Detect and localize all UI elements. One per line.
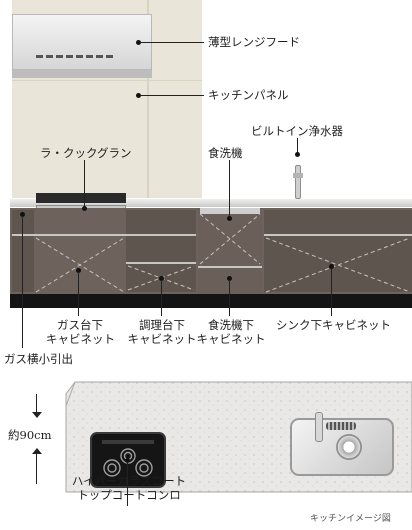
- gas-lower-label: ガス台下 キャビネット: [46, 318, 115, 346]
- prep-lower-leader: [161, 280, 162, 316]
- sink-basin: [290, 418, 394, 476]
- faucet-leader: [297, 138, 298, 154]
- panel-leader: [140, 95, 204, 96]
- hood-marker: [136, 40, 141, 45]
- countertop: [10, 199, 412, 207]
- cooktop-label-line2: トップコートコンロ: [77, 488, 181, 502]
- dw-lower-leader: [229, 280, 230, 316]
- sink-lower-leader: [331, 268, 332, 316]
- gas-lower-leader: [78, 272, 79, 316]
- sink-lower-label: シンク下キャビネット: [276, 318, 391, 332]
- dishwasher-leader: [229, 160, 230, 218]
- kitchen-plan-view: 約90cm: [0, 372, 412, 530]
- height-dimension-line: [36, 394, 37, 416]
- prep-lower-marker: [159, 276, 164, 281]
- cooktop-leader: [127, 462, 128, 506]
- height-dimension-line: [36, 454, 37, 484]
- burner-icon: [102, 440, 154, 477]
- stove-marker: [82, 206, 87, 211]
- hood-label: 薄型レンジフード: [208, 35, 300, 49]
- cooktop-marker: [125, 458, 130, 463]
- kitchen-elevation: [10, 0, 412, 348]
- cabinet-handle: [12, 234, 196, 236]
- dw-lower-label-line2: キャビネット: [196, 332, 266, 346]
- cooktop-label: ハイパーガラスコート トップコートコンロ: [54, 474, 204, 502]
- stove-cooktop: [36, 193, 126, 203]
- faucet-marker: [295, 152, 300, 157]
- height-label: 約90cm: [8, 428, 52, 442]
- panel-seam: [12, 80, 202, 81]
- cabinet-handle: [264, 234, 412, 236]
- dw-lower-label: 食洗機下 キャビネット: [196, 318, 266, 346]
- cabinet-door-swing-lines: [35, 213, 411, 293]
- faucet-label: ビルトイン浄水器: [251, 124, 343, 138]
- dishwasher-marker: [227, 216, 232, 221]
- dishwasher-label: 食洗機: [208, 146, 243, 160]
- gas-side-drawer-front: [12, 210, 34, 292]
- dw-lower-marker: [227, 276, 232, 281]
- faucet-spout-icon: [315, 412, 323, 442]
- range-hood: [12, 14, 152, 70]
- arrow-down-icon: [32, 412, 42, 418]
- cooktop-label-line1: ハイパーガラスコート: [71, 474, 187, 488]
- cabinet-handle: [126, 262, 196, 264]
- gas-lower-marker: [76, 268, 81, 273]
- prep-lower-label-line2: キャビネット: [127, 332, 197, 346]
- sink-lower-marker: [329, 264, 334, 269]
- cabinet-handle: [198, 266, 262, 268]
- dw-lower-label-line1: 食洗機下: [208, 318, 254, 332]
- hood-control-strip: [36, 55, 116, 59]
- panel-label: キッチンパネル: [208, 88, 289, 102]
- panel-marker: [136, 93, 141, 98]
- panel-seam: [147, 0, 149, 198]
- prep-lower-label-line1: 調理台下: [139, 318, 185, 332]
- stove-label: ラ・クックグラン: [40, 146, 132, 160]
- range-hood-bottom: [12, 70, 152, 78]
- gas-side-drawer-label: ガス横小引出: [4, 352, 73, 366]
- gas-lower-label-line1: ガス台下: [57, 318, 103, 332]
- prep-lower-label: 調理台下 キャビネット: [126, 318, 198, 346]
- caption: キッチンイメージ図: [310, 514, 391, 524]
- arrow-up-icon: [32, 448, 42, 454]
- faucet-icon: [293, 165, 303, 199]
- stove-leader: [84, 160, 85, 206]
- hood-leader: [140, 42, 204, 43]
- sink-cabinet-front: [264, 210, 412, 292]
- gas-side-drawer-marker: [20, 212, 25, 217]
- gas-side-drawer-leader: [22, 216, 23, 348]
- toe-kick: [10, 294, 412, 308]
- gas-lower-label-line2: キャビネット: [46, 332, 115, 346]
